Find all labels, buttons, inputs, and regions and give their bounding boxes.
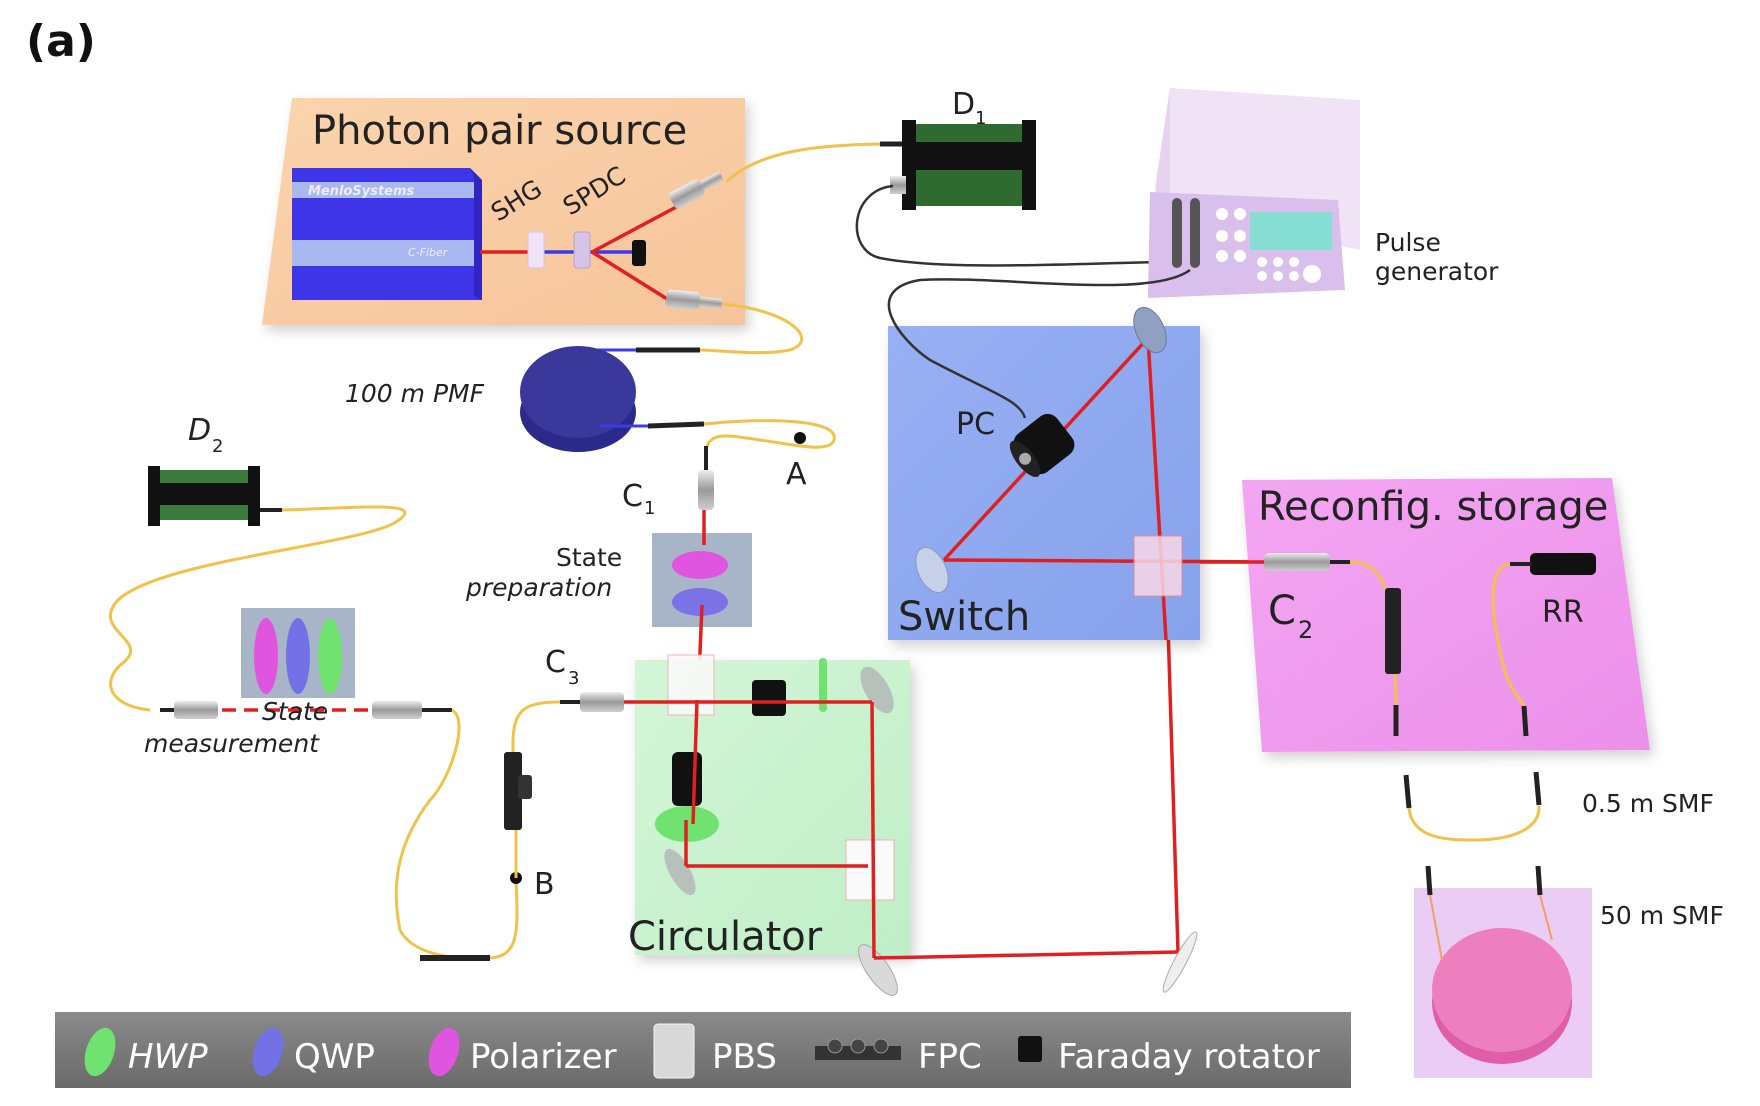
pbs-circ-2 (845, 839, 895, 901)
legend: HWP QWP Polarizer PBS FPC Faraday rotato… (55, 1012, 1351, 1088)
pmf-spool: 100 m PMF (345, 346, 636, 452)
hwp-icon (84, 1027, 116, 1077)
hwp-meas (318, 618, 342, 694)
legend-label-fpc: FPC (918, 1037, 982, 1077)
storage-title: Reconfig. storage (1258, 484, 1608, 530)
fpc-storage (1385, 588, 1401, 674)
smf-long-label: 50 m SMF (1600, 901, 1724, 930)
legend-label-qwp: QWP (294, 1037, 375, 1077)
faraday-rotator-icon (1018, 1036, 1042, 1062)
pc-label: PC (956, 407, 995, 442)
point-a-label: A (786, 457, 807, 492)
smf-long: 50 m SMF (1414, 865, 1724, 1078)
faraday-circ-2 (672, 752, 702, 806)
legend-label-polarizer: Polarizer (470, 1037, 617, 1077)
c1-subscript: 1 (644, 498, 655, 519)
rr-label: RR (1542, 595, 1584, 630)
pulse-generator-label-line2: generator (1375, 257, 1499, 286)
c1-label: C (622, 479, 643, 514)
switch-title: Switch (898, 594, 1030, 640)
pbs-circ-1 (667, 654, 715, 716)
state-preparation: State preparation (465, 533, 752, 627)
legend-item-hwp: HWP (84, 1027, 208, 1077)
mirror-circ-2 (664, 848, 696, 896)
c2-subscript: 2 (1298, 616, 1313, 644)
shg-crystal (527, 231, 545, 269)
mirror-switch-left (915, 546, 949, 594)
detector-d2: D 2 (148, 413, 260, 526)
coupler-bottom (665, 289, 723, 311)
d1-subscript: 1 (975, 108, 986, 129)
c3-label: C (545, 645, 566, 680)
pbs-switch (1133, 535, 1183, 597)
legend-label-hwp: HWP (128, 1037, 208, 1077)
qwp-icon (252, 1027, 284, 1077)
beam-dump (632, 240, 646, 266)
source-title: Photon pair source (312, 108, 687, 154)
point-b-label: B (534, 867, 555, 902)
mirror-circ-3 (858, 944, 898, 996)
qwp-prep (672, 588, 728, 616)
coupler-c3: C 3 (545, 645, 624, 712)
d1-label: D (952, 87, 975, 122)
mirror-bottom-right (1162, 931, 1198, 993)
d2-label: D (188, 413, 211, 448)
state-measurement: State measurement (144, 608, 452, 758)
state-meas-label-line1: State (262, 697, 328, 726)
fpc-b (504, 752, 532, 878)
state-prep-label-line2: preparation (465, 573, 612, 602)
laser-brand: MenloSystems (308, 184, 415, 199)
pbs-icon (653, 1023, 695, 1079)
spdc-crystal (573, 231, 591, 269)
legend-item-faraday-rotator: Faraday rotator (1018, 1036, 1320, 1077)
switch-module: Switch PC (888, 306, 1281, 641)
reconfig-storage-module: Reconfig. storage C 2 RR (1200, 478, 1650, 752)
mirror-switch-top (1133, 306, 1167, 354)
pulse-generator-label-line1: Pulse (1375, 228, 1441, 257)
polarizer-meas (254, 618, 278, 694)
legend-item-fpc: FPC (815, 1037, 982, 1077)
polarizer-prep (672, 551, 728, 579)
faraday-circ-1 (752, 680, 786, 716)
circulator-module: Circulator (628, 654, 910, 996)
coupler-c1: C 1 (622, 446, 714, 519)
qwp-meas (286, 618, 310, 694)
photon-pair-source-module: Photon pair source MenloSystems C-Fiber … (262, 98, 745, 325)
point-a-marker (794, 432, 806, 444)
legend-item-pbs: PBS (653, 1023, 777, 1079)
circulator-title: Circulator (628, 914, 823, 960)
mirror-circ-1 (860, 666, 894, 714)
hwp-circ-1 (819, 658, 827, 712)
legend-item-polarizer: Polarizer (428, 1027, 617, 1077)
legend-item-qwp: QWP (252, 1027, 375, 1077)
storage-panel (1242, 478, 1650, 752)
legend-label-faraday-rotator: Faraday rotator (1058, 1037, 1320, 1077)
c2-label: C (1268, 588, 1296, 634)
detector-d1: D 1 (890, 87, 1036, 210)
panel-label: (a) (26, 16, 96, 67)
d2-subscript: 2 (212, 436, 223, 457)
retroreflector (1530, 553, 1596, 575)
c3-subscript: 3 (568, 668, 579, 689)
fpc-icon (815, 1038, 901, 1060)
pulse-generator: Pulse generator (1148, 88, 1499, 298)
coupler-top (669, 171, 724, 209)
coupler-c2 (1264, 553, 1330, 571)
pockels-cell (1009, 413, 1075, 477)
smf-short-label: 0.5 m SMF (1582, 789, 1714, 818)
pmf-label: 100 m PMF (345, 379, 485, 408)
laser-model: C-Fiber (408, 246, 449, 259)
smf-short: 0.5 m SMF (1403, 771, 1714, 842)
polarizer-icon (428, 1027, 460, 1077)
legend-label-pbs: PBS (712, 1037, 777, 1077)
state-meas-label-line2: measurement (144, 729, 320, 758)
state-prep-label-line1: State (556, 543, 622, 572)
laser-box: MenloSystems C-Fiber (292, 168, 482, 300)
